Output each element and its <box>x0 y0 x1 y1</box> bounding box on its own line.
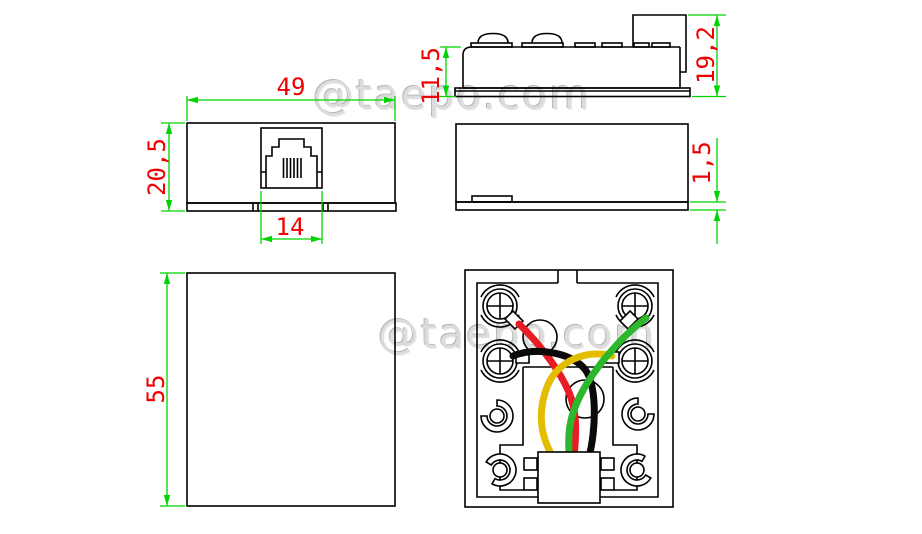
wire-yellow <box>537 350 616 461</box>
terminal-tab-profiles <box>574 42 671 48</box>
side-base-plate <box>454 87 691 98</box>
jack-contacts <box>282 158 302 178</box>
wire-green <box>565 314 650 461</box>
cover-outline <box>455 123 689 203</box>
cover-notch <box>471 195 513 203</box>
cover-view <box>455 123 726 244</box>
internal-outer-outline <box>464 269 674 508</box>
dimension-label-jack-width: 14 <box>275 213 305 241</box>
screw-head-profiles <box>470 32 564 48</box>
cable-hook <box>620 453 652 487</box>
base-strip-notches <box>252 203 329 211</box>
cable-hooks <box>480 397 655 487</box>
dimension-label-body-height: 11,5 <box>417 47 445 105</box>
profile-view <box>160 272 396 507</box>
hook-post <box>489 408 505 424</box>
rj11-jack-opening <box>260 127 323 189</box>
dimension-side-overall-height <box>688 14 726 98</box>
front-view <box>161 96 397 244</box>
wire-red <box>515 320 580 461</box>
dimension-cover-thickness <box>690 138 726 244</box>
cable-entry-notch <box>557 270 578 283</box>
side-jack-housing <box>632 14 687 73</box>
watermark-text: @taepo.com <box>312 71 592 119</box>
screw-terminal <box>480 339 520 383</box>
cover-base-strip <box>455 201 689 211</box>
connector-side-tabs <box>523 457 615 491</box>
dimension-label-cover-thickness: 1,5 <box>688 141 716 185</box>
hook-post <box>630 406 646 422</box>
screw-terminal <box>615 339 655 383</box>
center-boss-circle <box>565 379 605 419</box>
cable-hook <box>621 397 655 431</box>
jack-outer-frame <box>260 127 323 189</box>
dimension-front-width <box>186 96 396 121</box>
dimension-front-height <box>161 122 185 212</box>
dimension-label-front-height: 20,5 <box>143 138 171 196</box>
dimension-body-length <box>160 272 185 507</box>
profile-outline <box>186 272 396 507</box>
side-view <box>434 14 726 98</box>
dimension-label-body-length: 55 <box>142 374 170 404</box>
side-body-outline <box>462 46 681 89</box>
cable-connector-block <box>537 451 601 504</box>
dimension-label-front-width: 49 <box>276 73 306 101</box>
dimension-side-body-height <box>434 46 461 98</box>
cable-hook <box>480 399 514 433</box>
internal-view <box>464 269 674 508</box>
wire-black <box>509 348 598 461</box>
jack-plug-silhouette <box>265 138 318 188</box>
dimension-jack-width <box>260 191 323 244</box>
dimension-label-overall-height: 19,2 <box>692 26 720 84</box>
hook-post <box>492 462 508 478</box>
front-base-strip <box>186 202 397 212</box>
cable-hook <box>485 453 517 487</box>
hook-post <box>629 462 645 478</box>
